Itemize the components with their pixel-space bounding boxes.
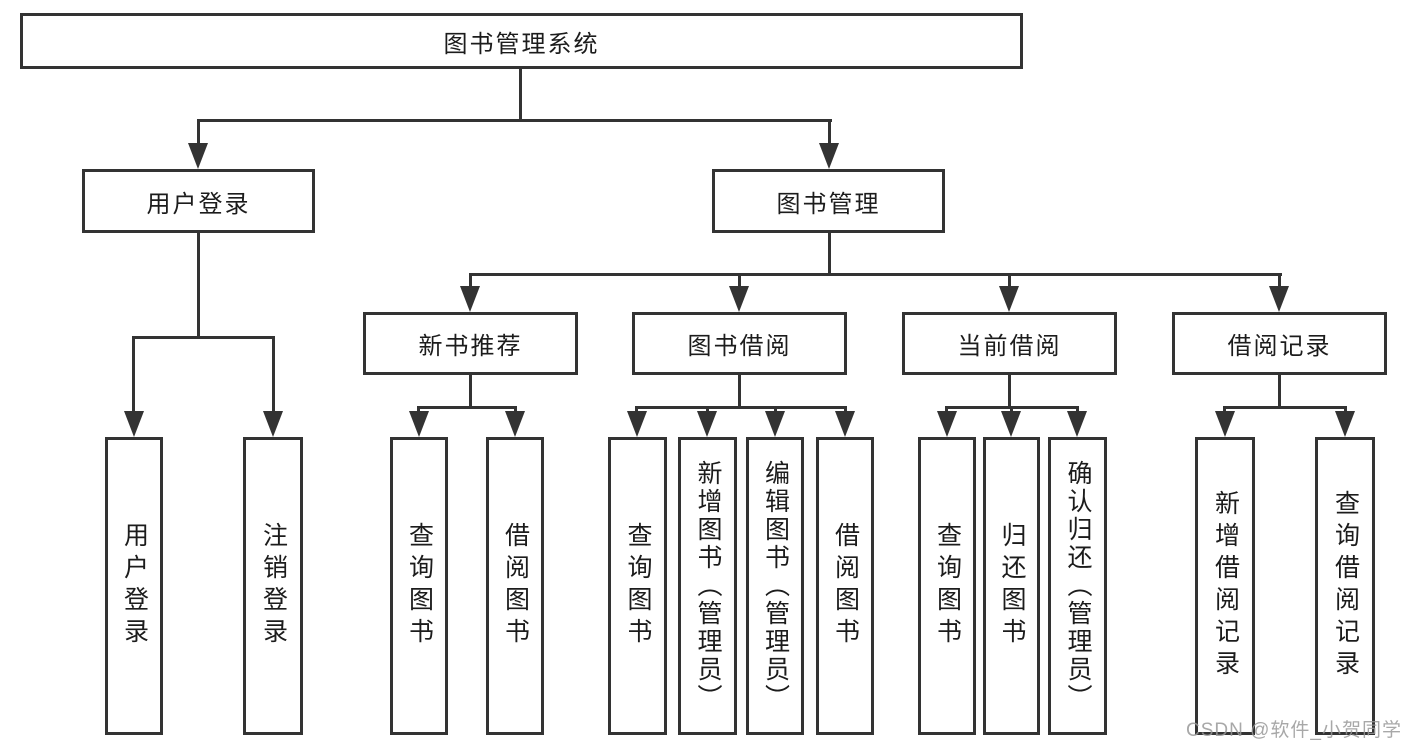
arrow-down-icon — [1335, 411, 1355, 437]
connector-line — [132, 336, 135, 414]
node-query-books-borrowing: 查询图书 — [608, 437, 667, 735]
connector-line — [272, 336, 275, 414]
arrow-down-icon — [697, 411, 717, 437]
arrow-down-icon — [263, 411, 283, 437]
connector-line — [1008, 273, 1011, 289]
node-label: 新书推荐 — [418, 333, 523, 360]
node-query-books-current: 查询图书 — [918, 437, 976, 735]
arrow-down-icon — [1067, 411, 1087, 437]
connector-line — [519, 69, 522, 121]
connector-line — [844, 406, 847, 415]
node-label: 归还图书 — [998, 522, 1026, 650]
node-label: 查询借阅记录 — [1331, 490, 1360, 682]
connector-line — [1010, 406, 1013, 415]
connector-line — [514, 406, 517, 415]
arrow-down-icon — [819, 143, 839, 169]
connector-line — [774, 406, 777, 415]
node-user-login: 用户登录 — [82, 169, 315, 233]
node-label: 查询图书 — [933, 522, 962, 650]
node-label: 用户登录 — [120, 522, 149, 650]
connector-line — [828, 119, 831, 146]
node-book-management: 图书管理 — [712, 169, 945, 233]
connector-line — [1076, 406, 1079, 415]
connector-line — [469, 273, 1282, 276]
connector-line — [738, 273, 741, 289]
node-borrow-books-recommend: 借阅图书 — [486, 437, 544, 735]
arrow-down-icon — [999, 286, 1019, 312]
connector-line — [197, 119, 200, 146]
node-current-borrowing: 当前借阅 — [902, 312, 1117, 375]
connector-line — [1278, 273, 1281, 289]
connector-line — [635, 406, 847, 409]
arrow-down-icon — [124, 411, 144, 437]
node-label: 图书管理系统 — [443, 30, 600, 58]
node-add-borrow-record: 新增借阅记录 — [1195, 437, 1255, 735]
node-add-books-admin: 新增图书（管理员） — [678, 437, 737, 735]
arrow-down-icon — [1001, 411, 1021, 437]
arrow-down-icon — [835, 411, 855, 437]
node-label: 确认归还（管理员） — [1064, 460, 1092, 712]
arrow-down-icon — [1215, 411, 1235, 437]
connector-line — [1278, 375, 1281, 409]
node-label: 借阅图书 — [501, 522, 530, 650]
node-label: 图书管理 — [776, 190, 881, 218]
node-label: 注销登录 — [259, 522, 288, 650]
node-book-borrowing: 图书借阅 — [632, 312, 847, 375]
connector-line — [706, 406, 709, 415]
connector-line — [469, 375, 472, 409]
arrow-down-icon — [1269, 286, 1289, 312]
connector-line — [197, 233, 200, 339]
connector-line — [469, 273, 472, 289]
node-label: 图书借阅 — [687, 333, 792, 360]
node-label: 新增图书（管理员） — [694, 460, 722, 712]
node-edit-books-admin: 编辑图书（管理员） — [746, 437, 804, 735]
connector-line — [635, 406, 638, 415]
node-label: 查询图书 — [405, 522, 434, 650]
connector-line — [1344, 406, 1347, 415]
arrow-down-icon — [188, 143, 208, 169]
connector-line — [1223, 406, 1347, 409]
arrow-down-icon — [765, 411, 785, 437]
node-query-books-recommend: 查询图书 — [390, 437, 448, 735]
connector-line — [417, 406, 420, 415]
arrow-down-icon — [409, 411, 429, 437]
node-label: 编辑图书（管理员） — [761, 460, 790, 712]
node-logout: 注销登录 — [243, 437, 303, 735]
node-label: 查询图书 — [624, 522, 652, 650]
connector-line — [417, 406, 517, 409]
node-label: 当前借阅 — [957, 333, 1062, 360]
connector-line — [197, 119, 832, 122]
connector-line — [1008, 375, 1011, 409]
node-label: 借阅图书 — [831, 522, 860, 650]
node-label: 新增借阅记录 — [1211, 490, 1240, 682]
node-borrow-records: 借阅记录 — [1172, 312, 1387, 375]
connector-line — [738, 375, 741, 409]
arrow-down-icon — [460, 286, 480, 312]
node-borrow-books-action: 借阅图书 — [816, 437, 874, 735]
node-return-books: 归还图书 — [983, 437, 1040, 735]
node-library-system: 图书管理系统 — [20, 13, 1023, 69]
node-confirm-return-admin: 确认归还（管理员） — [1048, 437, 1107, 735]
connector-line — [132, 336, 275, 339]
connector-line — [1223, 406, 1226, 415]
arrow-down-icon — [729, 286, 749, 312]
node-label: 借阅记录 — [1227, 333, 1332, 360]
csdn-watermark: CSDN @软件_小贺同学 — [1186, 720, 1402, 741]
node-new-book-recommend: 新书推荐 — [363, 312, 578, 375]
node-query-borrow-record: 查询借阅记录 — [1315, 437, 1375, 735]
node-user-login-action: 用户登录 — [105, 437, 163, 735]
arrow-down-icon — [937, 411, 957, 437]
connector-line — [945, 406, 948, 415]
node-label: 用户登录 — [146, 190, 251, 218]
arrow-down-icon — [505, 411, 525, 437]
connector-line — [828, 233, 831, 276]
arrow-down-icon — [627, 411, 647, 437]
